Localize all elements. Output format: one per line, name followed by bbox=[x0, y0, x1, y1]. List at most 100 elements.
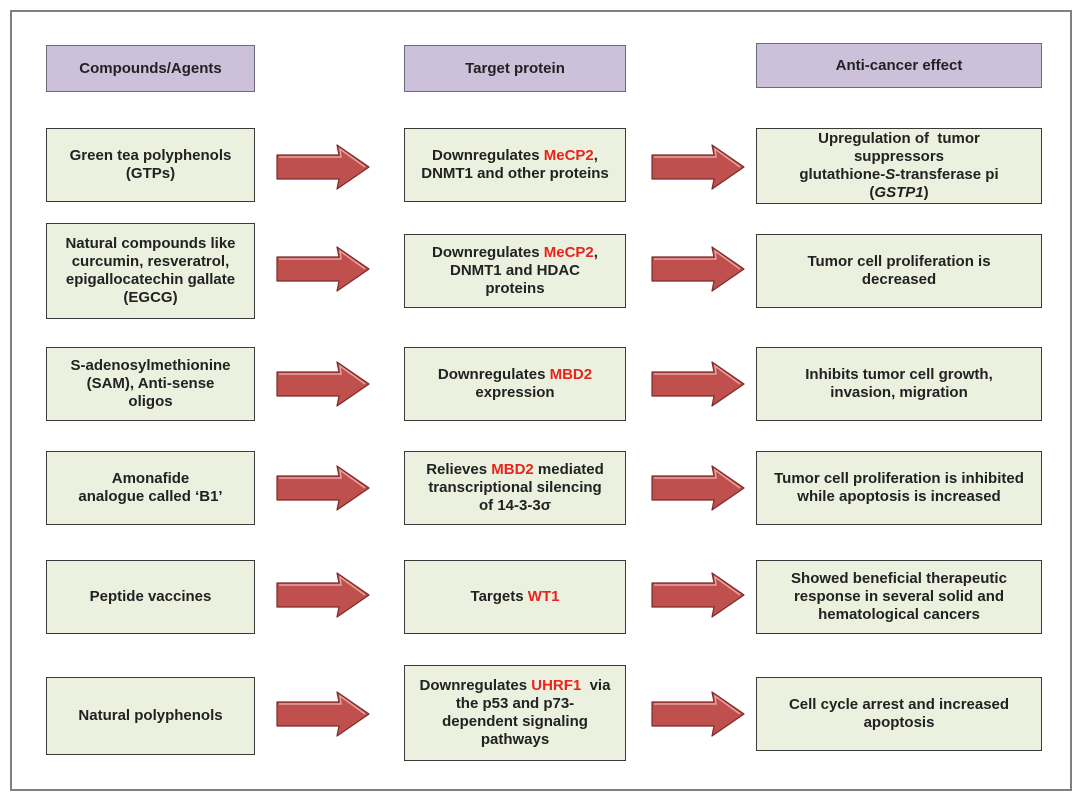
right-arrow-shape bbox=[651, 691, 745, 737]
right-arrow-shape bbox=[651, 361, 745, 407]
box-line: the p53 and p73- bbox=[420, 695, 611, 713]
text-segment: Downregulates bbox=[419, 677, 532, 694]
text-segment: of 14-3-3σ bbox=[479, 497, 551, 514]
right-arrow-shape bbox=[276, 361, 370, 407]
text-segment: Cell cycle arrest and increased bbox=[788, 696, 1010, 713]
box-line: decreased bbox=[807, 271, 990, 289]
right-arrow-shape bbox=[651, 144, 745, 190]
text-segment: -transferase pi bbox=[895, 166, 999, 183]
box-line: S-adenosylmethionine bbox=[70, 357, 231, 374]
box-line: while apoptosis is increased bbox=[774, 488, 1024, 506]
box-line: expression bbox=[438, 384, 592, 402]
right-arrow-highlight bbox=[654, 249, 741, 270]
right-arrow bbox=[651, 465, 745, 511]
box-line: Inhibits tumor cell growth, bbox=[805, 366, 993, 384]
text-segment: glutathione- bbox=[799, 166, 886, 183]
highlighted-protein: WT1 bbox=[527, 588, 560, 605]
text-segment: Downregulates bbox=[437, 366, 550, 383]
anti-cancer-effect-box: Inhibits tumor cell growth,invasion, mig… bbox=[756, 347, 1042, 421]
box-line: Relieves MBD2 mediated bbox=[426, 461, 604, 479]
highlighted-protein: MBD2 bbox=[549, 366, 593, 383]
text-segment: via bbox=[581, 677, 611, 694]
box-line: Tumor cell proliferation is inhibited bbox=[774, 470, 1024, 488]
highlighted-protein: MeCP2 bbox=[543, 244, 594, 261]
text-segment: dependent signaling bbox=[442, 713, 588, 730]
text-segment: apoptosis bbox=[863, 714, 935, 731]
text-segment: mediated bbox=[533, 461, 604, 478]
text-segment: Downregulates bbox=[432, 147, 544, 164]
text-segment: decreased bbox=[861, 271, 937, 288]
box-line: invasion, migration bbox=[805, 384, 993, 402]
box-line: DNMT1 and other proteins bbox=[421, 165, 609, 183]
right-arrow-shape bbox=[276, 572, 370, 618]
text-segment: ) bbox=[923, 184, 929, 201]
box-line: dependent signaling bbox=[420, 713, 611, 731]
right-arrow bbox=[276, 144, 370, 190]
box-line: Natural compounds like bbox=[65, 235, 236, 252]
box-line: Upregulation of tumor bbox=[799, 130, 998, 148]
box-line: curcumin, resveratrol, bbox=[71, 253, 230, 270]
right-arrow-shape bbox=[651, 572, 745, 618]
box-line: Showed beneficial therapeutic bbox=[791, 570, 1007, 588]
target-protein-box: Downregulates MeCP2,DNMT1 and other prot… bbox=[404, 128, 626, 202]
text-segment: expression bbox=[475, 384, 555, 401]
text-segment: Tumor cell proliferation is bbox=[807, 253, 991, 270]
text-segment: hematological cancers bbox=[818, 606, 980, 623]
right-arrow-shape bbox=[276, 246, 370, 292]
text-segment: Inhibits tumor cell growth, bbox=[805, 366, 993, 383]
right-arrow bbox=[276, 465, 370, 511]
right-arrow-shape bbox=[276, 691, 370, 737]
text-segment: DNMT1 and other proteins bbox=[421, 165, 609, 182]
right-arrow-highlight bbox=[279, 468, 366, 489]
text-segment: , bbox=[593, 147, 598, 164]
italic-text: S bbox=[885, 166, 896, 183]
box-line: Green tea polyphenols bbox=[69, 147, 232, 164]
text-segment: Upregulation of tumor bbox=[818, 130, 980, 147]
box-line: Cell cycle arrest and increased bbox=[789, 696, 1009, 714]
header-compounds: Compounds/Agents bbox=[46, 45, 255, 92]
box-line: response in several solid and bbox=[791, 588, 1007, 606]
text-segment: ( bbox=[869, 184, 875, 201]
right-arrow bbox=[651, 246, 745, 292]
box-line: Tumor cell proliferation is bbox=[807, 253, 990, 271]
box-line: Downregulates MeCP2, bbox=[421, 147, 609, 165]
right-arrow-highlight bbox=[654, 694, 741, 715]
right-arrow-shape bbox=[651, 246, 745, 292]
text-segment: , bbox=[593, 244, 598, 261]
box-line: DNMT1 and HDAC bbox=[432, 262, 598, 280]
right-arrow-shape bbox=[276, 465, 370, 511]
text-segment: Showed beneficial therapeutic bbox=[791, 570, 1007, 587]
right-arrow bbox=[276, 691, 370, 737]
box-line: (EGCG) bbox=[123, 289, 178, 306]
right-arrow bbox=[276, 361, 370, 407]
text-segment: the p53 and p73- bbox=[455, 695, 575, 712]
box-line: hematological cancers bbox=[791, 606, 1007, 624]
box-line: epigallocatechin gallate bbox=[65, 271, 236, 288]
box-line: pathways bbox=[420, 731, 611, 749]
right-arrow-highlight bbox=[279, 694, 366, 715]
right-arrow bbox=[651, 144, 745, 190]
text-segment: invasion, migration bbox=[830, 384, 968, 401]
box-line: proteins bbox=[432, 280, 598, 298]
box-line: Peptide vaccines bbox=[89, 588, 212, 605]
right-arrow-highlight bbox=[279, 575, 366, 596]
text-segment: pathways bbox=[480, 731, 550, 748]
box-line: Natural polyphenols bbox=[78, 707, 223, 724]
text-segment: while apoptosis is increased bbox=[797, 488, 1001, 505]
header-target-protein: Target protein bbox=[404, 45, 626, 92]
box-line: Amonafide bbox=[111, 470, 190, 487]
text-segment: Tumor cell proliferation is inhibited bbox=[774, 470, 1024, 487]
right-arrow bbox=[276, 572, 370, 618]
right-arrow bbox=[651, 572, 745, 618]
header-anti-cancer-effect: Anti-cancer effect bbox=[756, 43, 1042, 88]
box-line: Downregulates MBD2 bbox=[438, 366, 592, 384]
